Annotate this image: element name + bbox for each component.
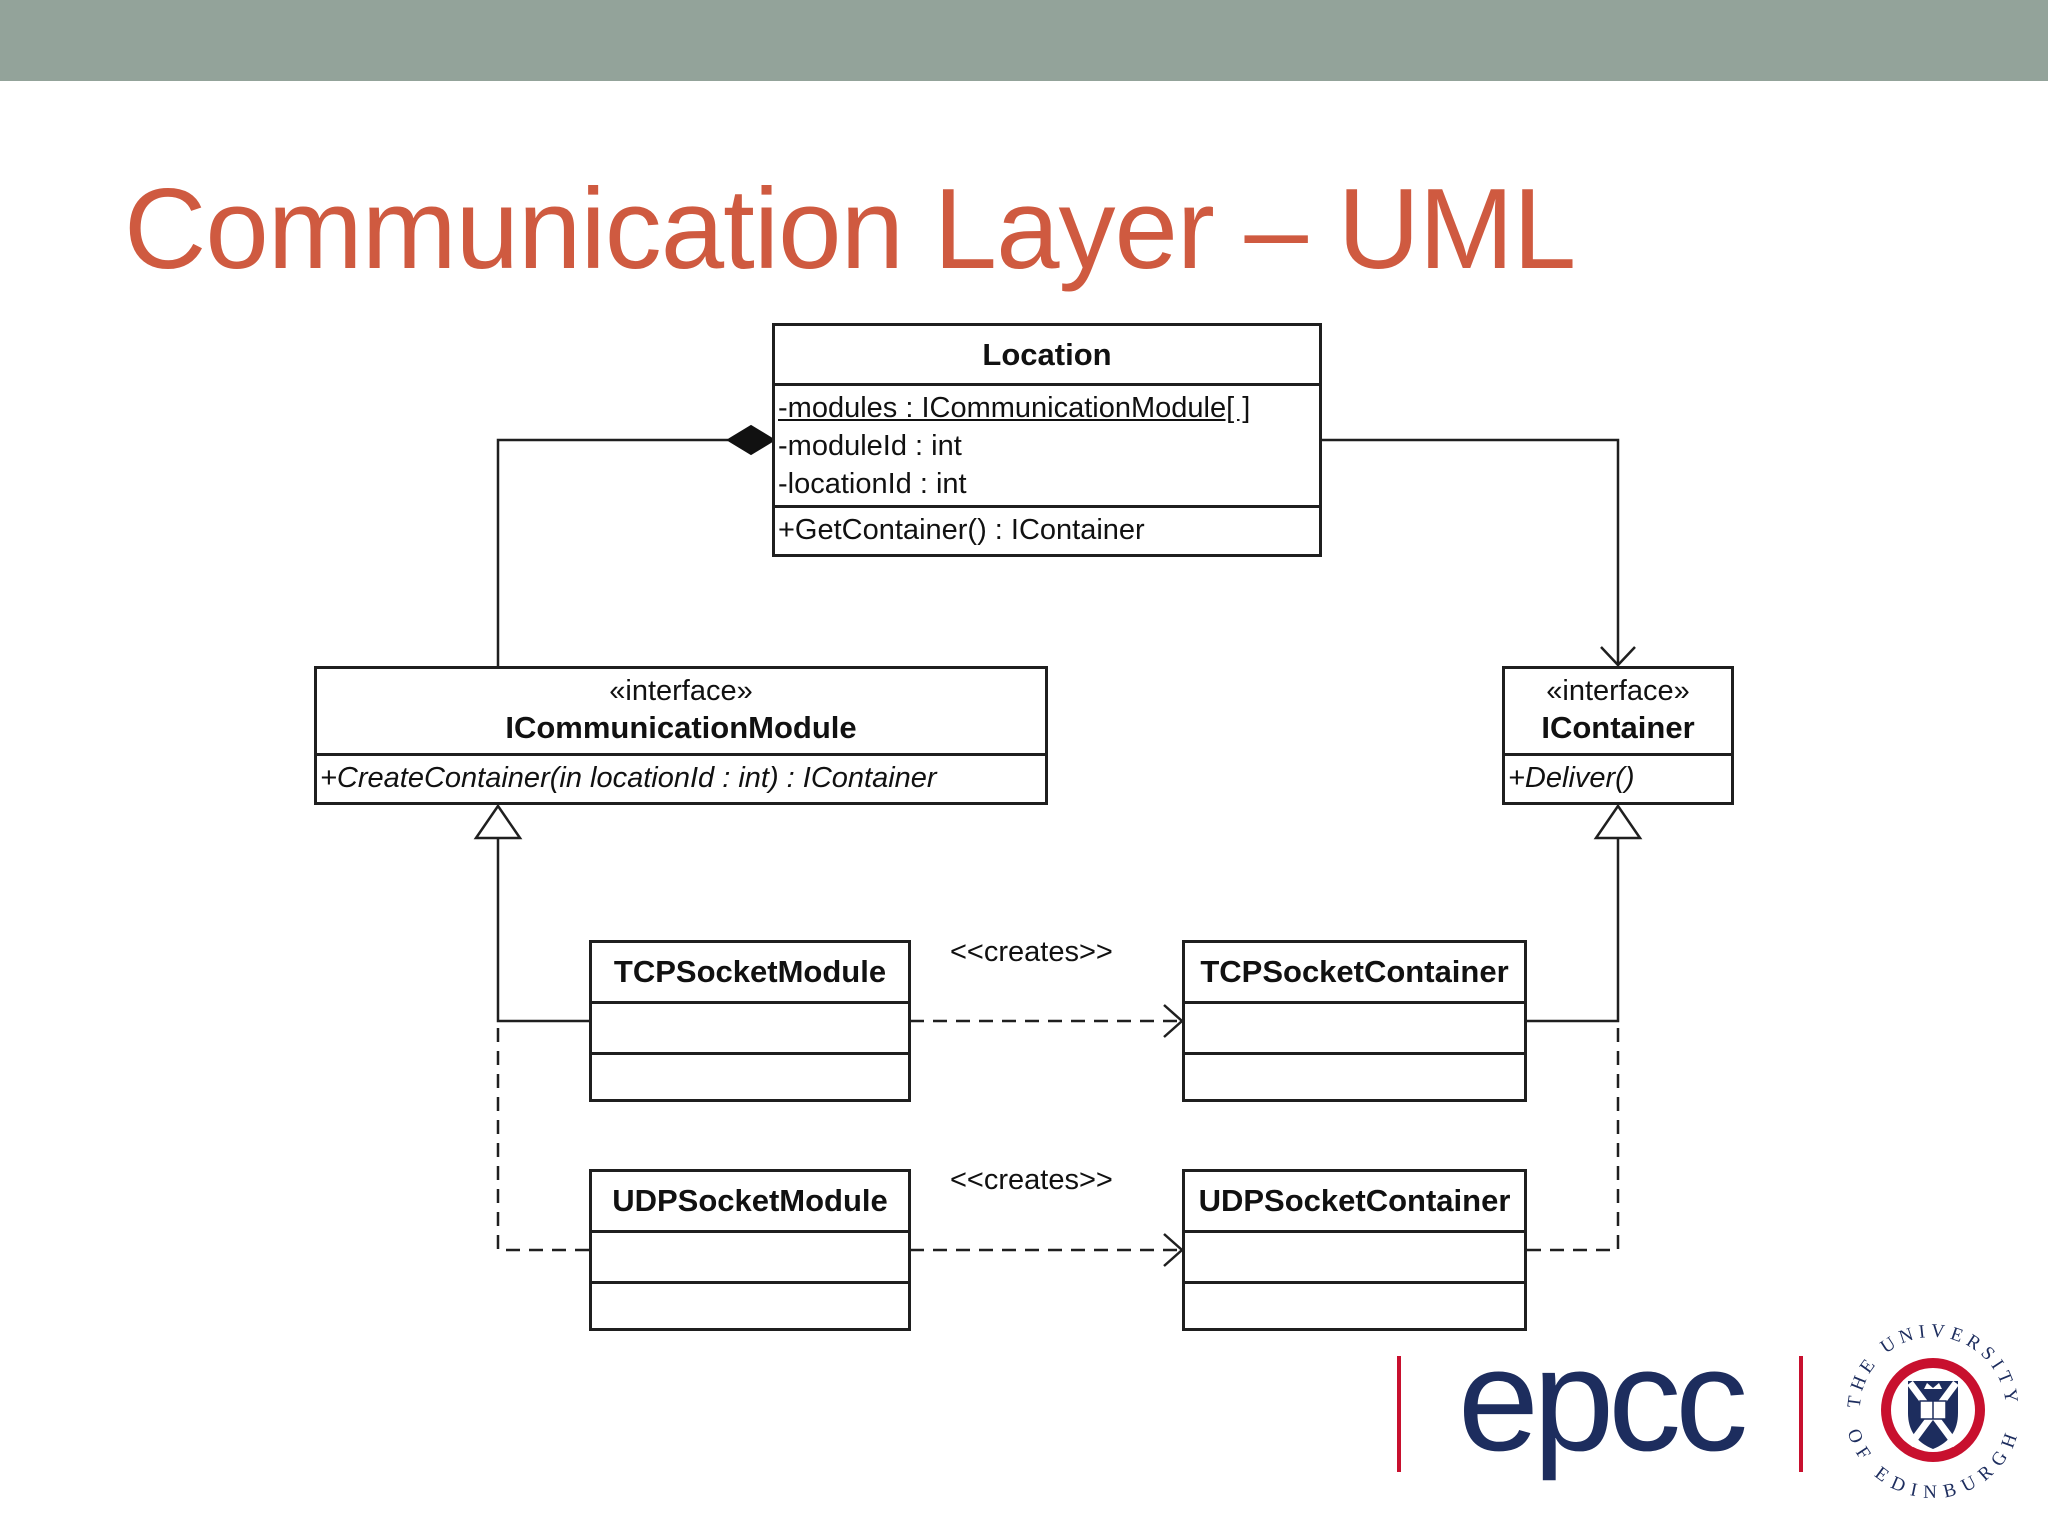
location-attributes: -modules : ICommunicationModule[ ] -modu… <box>775 383 1319 505</box>
location-attribute-locationid: -locationId : int <box>778 468 967 500</box>
epcc-logo-left-bar <box>1397 1356 1401 1472</box>
realization-line-udp-container <box>1527 1021 1620 1252</box>
tcpsocketmodule-class[interactable]: TCPSocketModule <box>589 940 911 1102</box>
tcpsocketmodule-operations <box>592 1052 908 1099</box>
epcc-logo-right-bar <box>1799 1356 1803 1472</box>
tcpsocketcontainer-name: TCPSocketContainer <box>1200 954 1509 989</box>
udpsocketmodule-class[interactable]: UDPSocketModule <box>589 1169 911 1331</box>
epcc-logo-text: epcc <box>1458 1342 1745 1481</box>
icontainer-name: IContainer <box>1541 710 1695 745</box>
location-attribute-moduleid: -moduleId : int <box>778 430 962 462</box>
tcpsocketcontainer-class[interactable]: TCPSocketContainer <box>1182 940 1527 1102</box>
realization-line-tcp-module <box>496 836 589 1023</box>
icontainer-operation-deliver: +Deliver() <box>1508 762 1635 794</box>
composition-line <box>496 438 728 667</box>
location-operations: +GetContainer() : IContainer <box>775 505 1319 554</box>
dependency-label-udp: <<creates>> <box>950 1164 1113 1196</box>
location-operation-getcontainer: +GetContainer() : IContainer <box>778 514 1145 546</box>
location-attribute-modules: -modules : ICommunicationModule[ ] <box>778 392 1251 424</box>
udpsocketcontainer-attributes <box>1185 1230 1524 1281</box>
tcpsocketcontainer-attributes <box>1185 1001 1524 1052</box>
realization-triangle-icommunicationmodule <box>473 803 523 840</box>
realization-line-tcp-container <box>1527 836 1620 1023</box>
udpsocketmodule-name: UDPSocketModule <box>612 1183 888 1218</box>
udpsocketcontainer-operations <box>1185 1281 1524 1328</box>
udpsocketmodule-attributes <box>592 1230 908 1281</box>
icontainer-interface[interactable]: «interface» IContainer +Deliver() <box>1502 666 1734 805</box>
realization-line-udp-module <box>496 1021 589 1252</box>
composition-diamond <box>726 424 776 456</box>
udpsocketcontainer-name: UDPSocketContainer <box>1198 1183 1511 1218</box>
university-of-edinburgh-logo: THE UNIVERSITY OF EDINBURGH <box>1843 1321 2019 1503</box>
tcpsocketcontainer-operations <box>1185 1052 1524 1099</box>
icommunicationmodule-name: ICommunicationModule <box>505 710 857 745</box>
tcpsocketmodule-name: TCPSocketModule <box>613 954 887 989</box>
slide-title: Communication Layer – UML <box>124 166 1576 293</box>
association-line <box>1322 438 1620 663</box>
icommunicationmodule-operation-createcontainer: +CreateContainer(in locationId : int) : … <box>320 762 937 794</box>
icommunicationmodule-interface[interactable]: «interface» ICommunicationModule +Create… <box>314 666 1048 805</box>
top-bar <box>0 0 2048 81</box>
tcpsocketmodule-attributes <box>592 1001 908 1052</box>
icontainer-stereotype: «interface» <box>1546 675 1690 707</box>
icontainer-operations: +Deliver() <box>1505 753 1731 800</box>
university-crest-icon <box>1881 1358 1985 1462</box>
realization-triangle-icontainer <box>1593 803 1643 840</box>
icommunicationmodule-stereotype: «interface» <box>609 675 753 707</box>
location-class[interactable]: Location -modules : ICommunicationModule… <box>772 323 1322 557</box>
dependency-label-tcp: <<creates>> <box>950 936 1113 968</box>
location-class-name: Location <box>982 337 1112 372</box>
udpsocketcontainer-class[interactable]: UDPSocketContainer <box>1182 1169 1527 1331</box>
epcc-logo: epcc <box>1397 1342 1803 1481</box>
udpsocketmodule-operations <box>592 1281 908 1328</box>
association-arrowhead <box>1600 646 1636 667</box>
icommunicationmodule-operations: +CreateContainer(in locationId : int) : … <box>317 753 1045 800</box>
